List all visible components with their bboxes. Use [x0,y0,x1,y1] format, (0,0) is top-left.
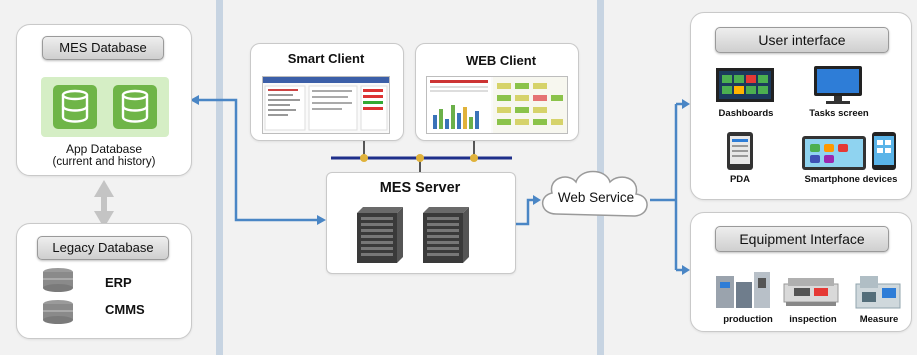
web-service-label: Web Service [557,190,635,205]
server-arrowhead [317,215,326,225]
database-icon [113,85,157,129]
mes-server-title: MES Server [379,180,461,196]
dashboards-icon [716,68,774,102]
measure-label: Measure [859,314,899,325]
production-label: production [723,314,773,325]
cmms-label: CMMS [105,302,145,317]
cmms-db-icon [43,300,73,324]
app-database-sublabel: (current and history) [52,156,156,168]
app-database-label: App Database [65,142,143,156]
bus-node [360,154,368,162]
legacy-database-title: Legacy Database [37,236,169,260]
equip-arrowhead [682,265,690,275]
dashboards-label: Dashboards [718,108,774,119]
server-rack-icon [357,207,403,263]
smart-client-screenshot [262,76,390,134]
web-service-cloud [542,170,648,217]
app-database-icon [41,77,169,137]
ui-arrowhead [682,99,690,109]
smart-client-title: Smart Client [287,51,365,66]
left-divider [216,0,223,355]
bus-node [416,154,424,162]
erp-label: ERP [105,275,132,290]
database-icon [53,85,97,129]
smartphone-devices-label: Smartphone devices [804,174,898,185]
db-sync-arrow [94,180,114,228]
web-client-screenshot [426,76,568,134]
server-rack-icon [423,207,469,263]
user-interface-title: User interface [715,27,889,53]
pda-icon [727,132,753,170]
mes-database-title: MES Database [42,36,164,60]
production-icon [716,272,770,308]
pda-label: PDA [729,174,751,185]
smartphone-devices-icon [802,132,896,170]
measure-icon [855,276,901,309]
tasks-screen-label: Tasks screen [809,108,869,119]
bus-node [470,154,478,162]
db-server-connector [196,98,320,222]
web-client-title: WEB Client [465,53,537,68]
db-arrowhead [190,95,199,105]
tasks-screen-icon [814,66,862,104]
equipment-interface-title: Equipment Interface [715,226,889,252]
server-rack-icons [357,207,469,263]
inspection-label: inspection [789,314,837,325]
webservice-arrowhead [533,195,541,205]
erp-db-icon [43,268,73,292]
inspection-icon [783,278,839,306]
legacy-db-icons [43,268,73,324]
